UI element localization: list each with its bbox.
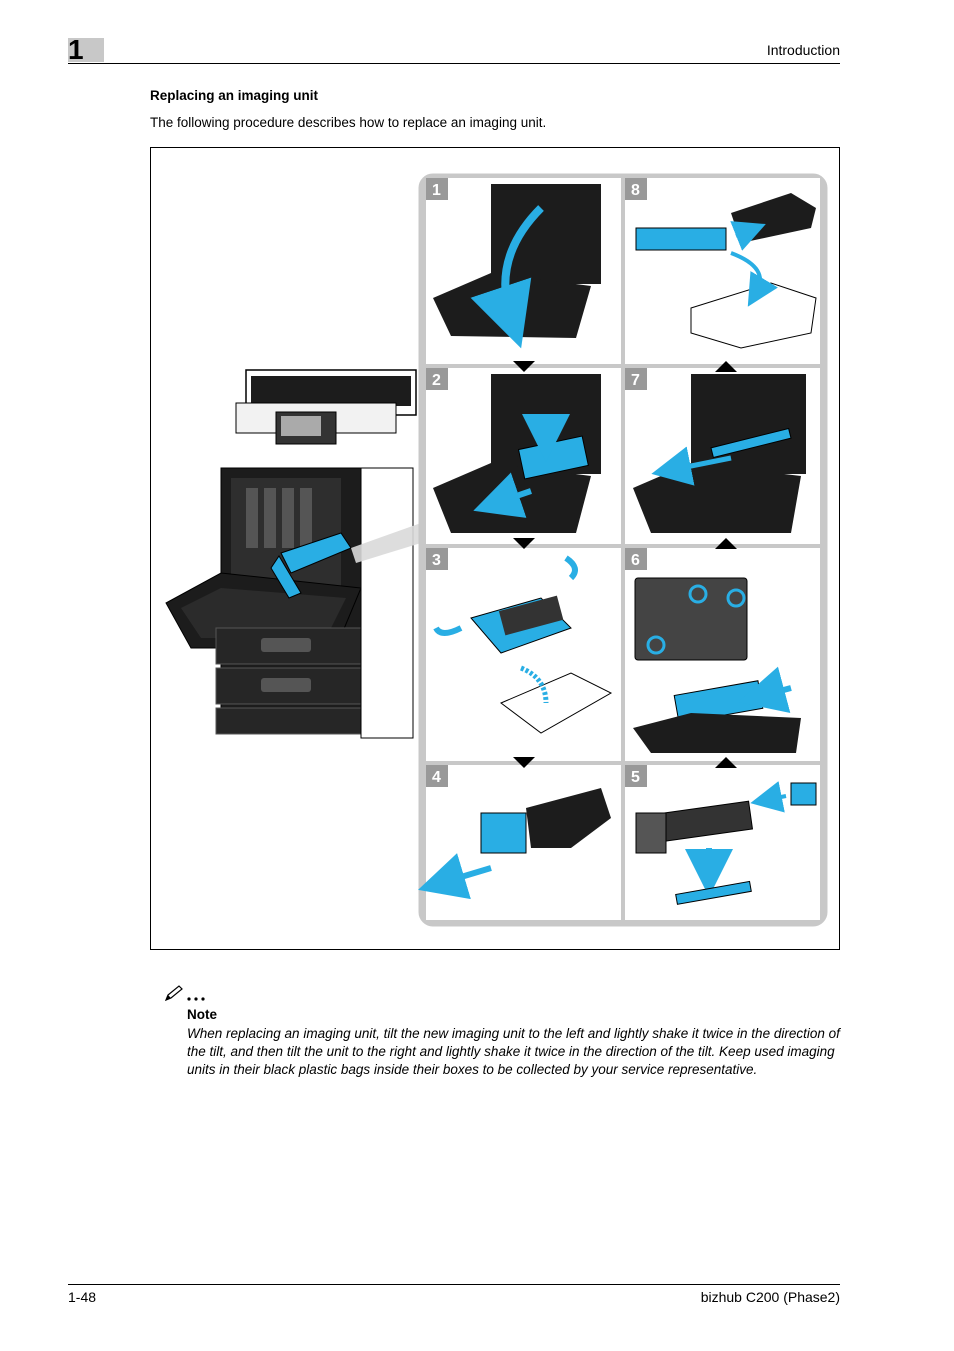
pencil-note-icon [164, 985, 205, 1002]
procedure-figure: 1 8 2 7 [150, 147, 840, 950]
step-badge-4 [426, 765, 448, 787]
flow-arrow-3-4 [513, 757, 535, 768]
step-number-4: 4 [432, 769, 441, 786]
note-text: When replacing an imaging unit, tilt the… [187, 1026, 840, 1077]
copier-illustration [165, 369, 421, 739]
step-panel-2: 2 [426, 368, 621, 544]
header-divider [68, 63, 840, 64]
chapter-number: 1 [68, 34, 84, 65]
step-panel-7: 7 [625, 368, 820, 544]
step-number-6: 6 [631, 552, 640, 569]
flow-arrow-2-3 [513, 538, 535, 549]
chapter-tab [68, 38, 104, 62]
step-badge-7 [625, 368, 647, 390]
header-section-title: Introduction [766, 42, 840, 58]
footer-page-number: 1-48 [68, 1289, 97, 1305]
flow-arrow-7-8 [715, 361, 737, 372]
step-badge-6 [625, 548, 647, 570]
flow-arrow-6-7 [715, 538, 737, 549]
footer-product-name: bizhub C200 (Phase2) [700, 1289, 840, 1305]
step-badge-1 [426, 178, 448, 200]
step-panel-6: 6 [625, 548, 820, 761]
step-panel-5: 5 [625, 765, 820, 920]
section-heading: Replacing an imaging unit [150, 88, 319, 103]
step-badge-5 [625, 765, 647, 787]
step-panel-4: 4 [418, 765, 621, 920]
step-panel-1: 1 [426, 178, 621, 364]
flow-arrow-1-2 [513, 361, 535, 372]
step-badge-2 [426, 368, 448, 390]
flow-arrow-5-6 [715, 757, 737, 768]
step-panel-8: 8 [625, 178, 820, 364]
intro-paragraph: The following procedure describes how to… [150, 115, 547, 130]
step-number-8: 8 [631, 182, 640, 199]
step-badge-8 [625, 178, 647, 200]
step-number-3: 3 [432, 552, 441, 569]
step-badge-3 [426, 548, 448, 570]
step-panel-3: 3 [426, 548, 621, 761]
procedure-illustration: 1 8 2 7 [165, 173, 828, 927]
footer-divider [68, 1284, 840, 1285]
step-number-1: 1 [432, 182, 441, 199]
step-number-7: 7 [631, 372, 640, 389]
step-number-2: 2 [432, 372, 441, 389]
step-number-5: 5 [631, 769, 640, 786]
note-title: Note [187, 1007, 217, 1022]
